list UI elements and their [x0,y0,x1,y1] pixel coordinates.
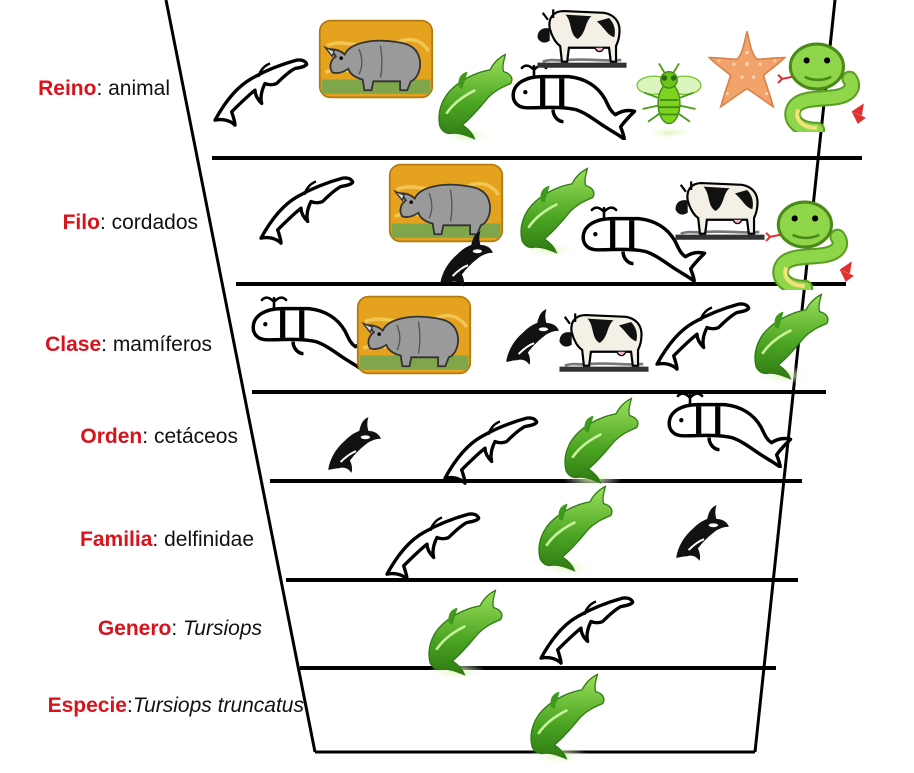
cow-icon [559,313,648,369]
rank-separator: : [126,694,133,717]
whale-icon [583,208,704,281]
orca-icon [327,416,382,474]
rank-separator: : [171,617,184,640]
rank-separator: : [152,528,165,551]
white-dolphin-icon [213,58,309,127]
rank-value: Tursiops [183,617,262,640]
rhino-icon [318,18,434,100]
level-label-reino: Reino: animal [38,77,170,101]
whale-icon [253,298,374,371]
rhino-icon [388,162,504,244]
whale-icon [513,66,634,139]
rank-name: Especie [47,694,127,717]
funnel-left-wall [164,0,317,753]
rank-separator: : [142,425,154,448]
rank-value: cordados [111,211,198,234]
rank-value: mamíferos [112,333,212,356]
white-dolphin-icon [443,416,539,485]
level-label-filo: Filo: cordados [63,211,198,235]
green-dolphin-icon [562,397,640,491]
rank-name: Clase [45,333,102,356]
level-label-especie: Especie:Tursiops truncatus [48,694,304,718]
level-label-clase: Clase: mamíferos [45,333,212,357]
rank-separator: : [101,333,113,356]
rank-name: Genero [97,617,172,640]
whale-icon [669,394,790,467]
rank-name: Reino [38,77,97,100]
white-dolphin-icon [259,176,355,245]
rank-name: Filo [62,211,100,234]
rhino-icon [356,294,472,376]
level-label-genero: Genero: Tursiops [98,617,262,641]
fly-icon [636,62,702,140]
green-dolphin-icon [436,53,514,147]
rank-value: Tursiops truncatus [132,694,304,717]
orca-icon [505,308,560,366]
level-label-familia: Familia: delfinidae [80,528,254,552]
rank-name: Orden [80,425,143,448]
rank-separator: : [96,77,109,100]
starfish-icon [708,30,786,108]
white-dolphin-icon [385,512,481,581]
level-label-orden: Orden: cetáceos [80,425,238,449]
rank-value: cetáceos [153,425,238,448]
rank-name: Familia [80,528,153,551]
snake-icon [766,202,854,288]
rank-value: delfinidae [164,528,254,551]
green-dolphin-icon [752,293,830,387]
white-dolphin-icon [539,596,635,665]
cow-icon [675,181,764,237]
green-dolphin-icon [518,167,596,261]
rank-separator: : [99,211,112,234]
cow-icon [537,9,626,65]
green-dolphin-icon [536,485,614,579]
orca-icon [675,504,730,562]
rank-value: animal [108,77,170,100]
white-dolphin-icon [655,302,751,371]
